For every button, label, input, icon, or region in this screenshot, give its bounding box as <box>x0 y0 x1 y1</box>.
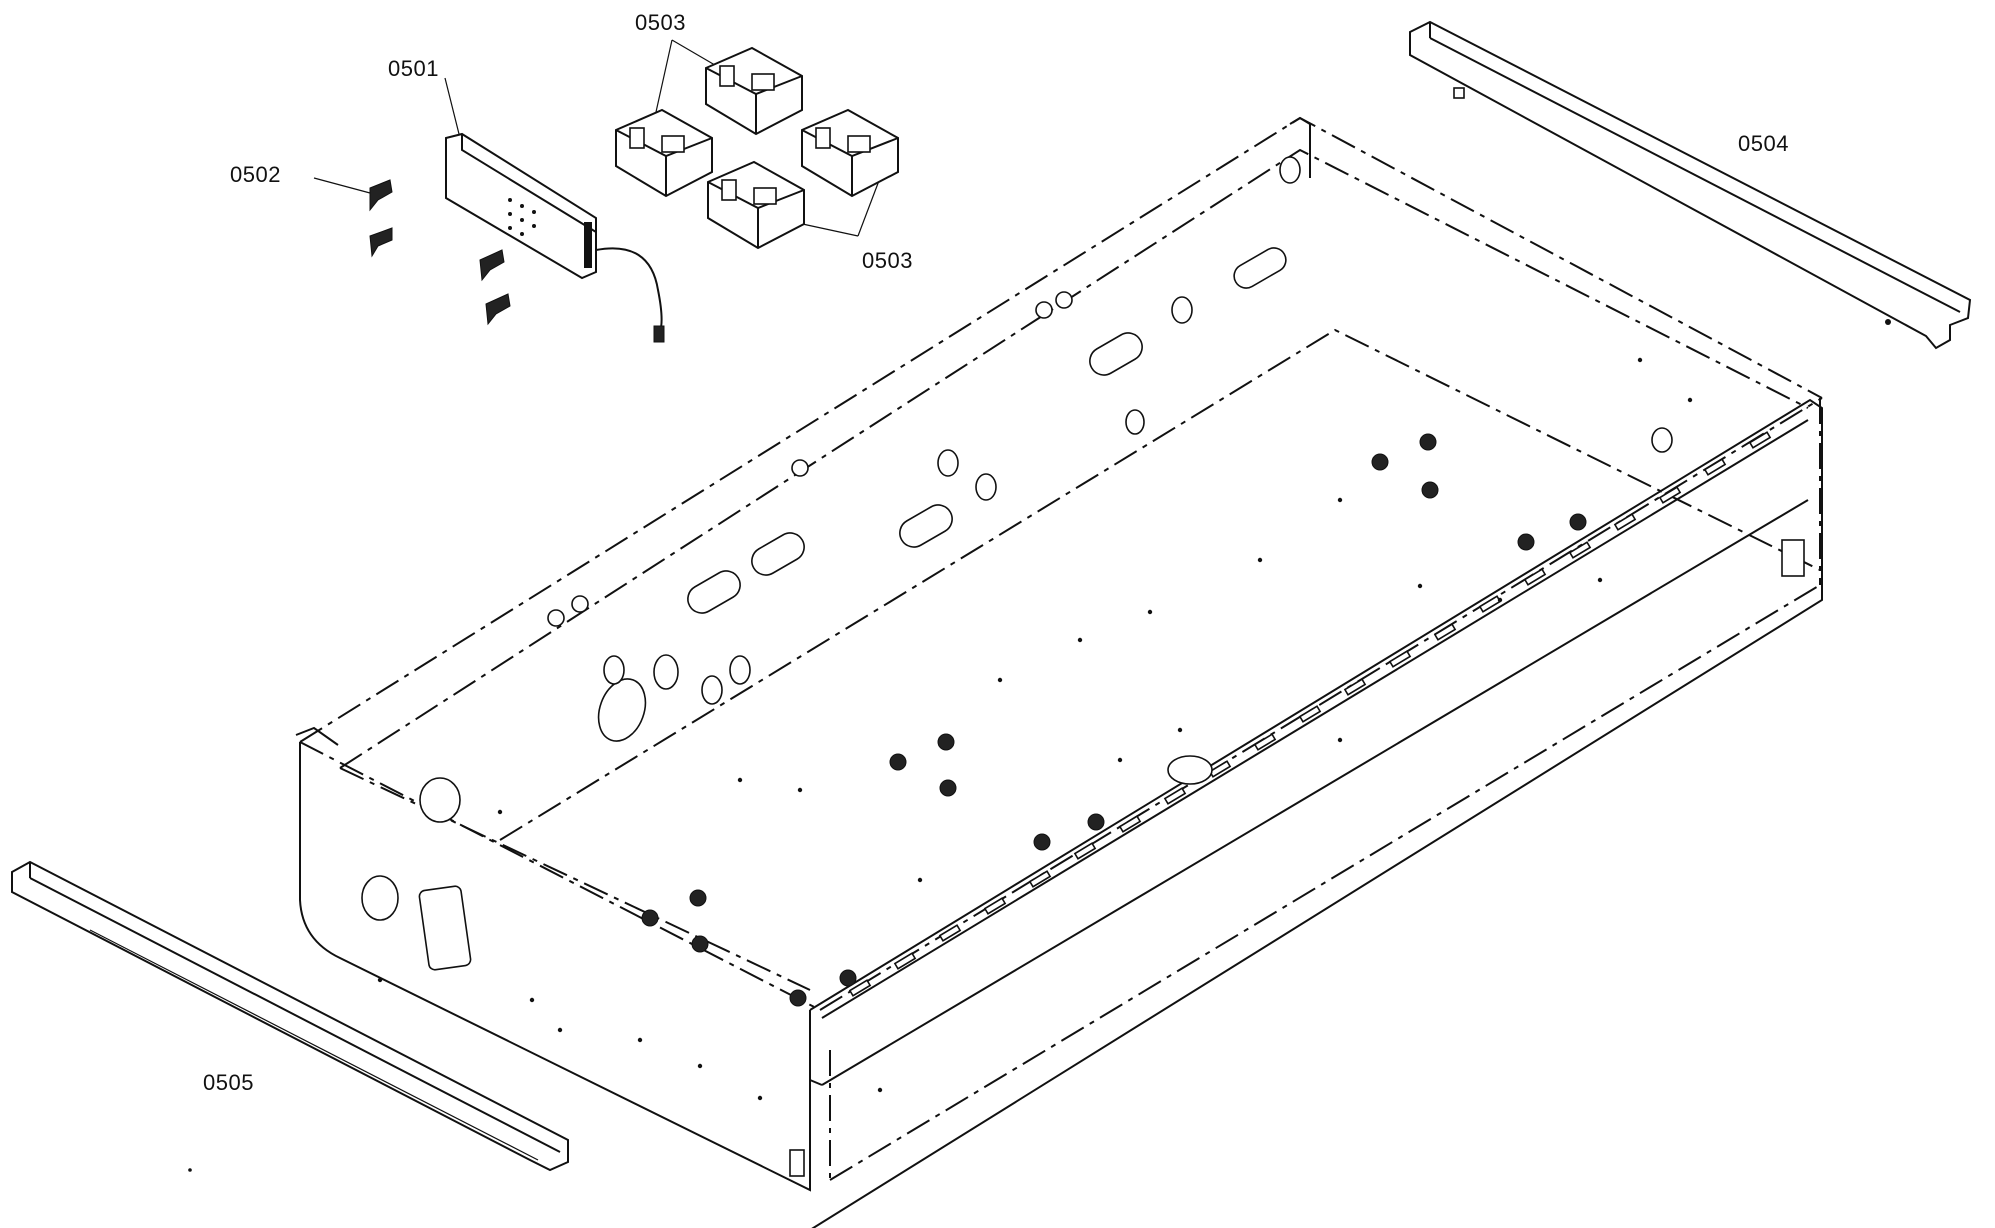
floor-nuts <box>641 433 1587 1007</box>
rivet-dots <box>188 357 1693 1172</box>
board-clips <box>369 179 511 326</box>
label-0503-blocks-bottom: 0503 <box>862 248 913 273</box>
circuit-board <box>445 132 665 343</box>
rear-wall-holes <box>547 156 1673 785</box>
front-panel-cutouts <box>361 777 472 971</box>
label-0504-rear-rail: 0504 <box>1738 131 1789 156</box>
rail-slots <box>848 431 1772 997</box>
rear-trim-rail <box>1409 20 1972 350</box>
label-0503-blocks-top: 0503 <box>635 10 686 35</box>
front-trim-rail <box>11 860 569 1172</box>
label-0505-front-rail: 0505 <box>203 1070 254 1095</box>
label-0502-clips: 0502 <box>230 162 281 187</box>
label-0501-board: 0501 <box>388 56 439 81</box>
chassis-pan <box>295 116 1823 1228</box>
terminal-blocks <box>615 46 899 250</box>
